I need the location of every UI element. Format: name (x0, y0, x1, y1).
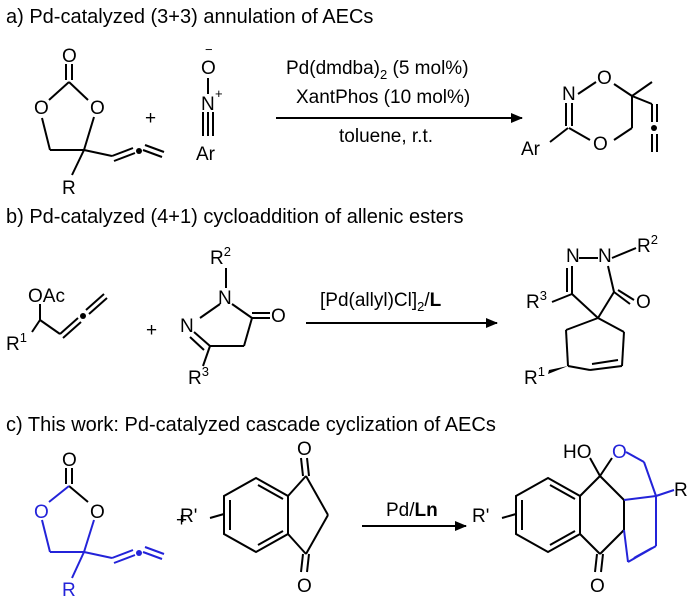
c-product-r-group: R (674, 480, 688, 501)
c-ring-o-left: O (34, 502, 49, 523)
a-plus-charge: + (215, 86, 223, 101)
section-c-product-highlighted-rings (623, 451, 675, 563)
a-product-n: N (562, 84, 576, 105)
a-ring-o-left: O (34, 98, 49, 119)
b-product-r2: R2 (637, 232, 658, 257)
a-product-o-top: O (597, 68, 612, 89)
a-aryl-group: Ar (196, 144, 216, 165)
section-c-product-core (501, 457, 625, 573)
b-plus: + (146, 320, 157, 341)
b-product-r3: R3 (526, 288, 547, 313)
section-c-reactant1-cyclic-carbonate (65, 468, 89, 503)
a-ligand: XantPhos (10 mol%) (296, 87, 470, 108)
a-carbonyl-o: O (62, 46, 77, 67)
section-b-heading: b) Pd-catalyzed (4+1) cycloaddition of a… (6, 206, 464, 228)
b-product-n2: N (598, 246, 612, 267)
a-product-allene-dot (651, 125, 657, 131)
b-r3-group: R3 (188, 364, 209, 389)
b-allene-dot (80, 313, 86, 319)
a-product-o-bottom: O (593, 134, 608, 155)
c-carbonyl-o: O (62, 450, 77, 471)
section-a-reactant1-cyclic-carbonate (41, 64, 165, 176)
allene-center-dot (136, 148, 142, 154)
c-indandione-o-top: O (297, 439, 312, 460)
b-product-n1: N (566, 246, 580, 267)
b-r2-group: R2 (210, 244, 231, 269)
b-pyrazolone-n2: N (180, 316, 194, 337)
section-a-product-oxadiazine (549, 81, 658, 152)
a-r-group: R (62, 178, 76, 199)
c-product-ring-o: O (612, 442, 627, 463)
b-r1-group: R1 (6, 330, 27, 355)
c-r-prime-reactant: R' (180, 506, 197, 527)
a-plus: + (145, 108, 156, 129)
b-product-o: O (636, 292, 651, 313)
section-b-product-spiro-pyrazolone (551, 247, 637, 371)
c-ring-o-right: O (90, 502, 105, 523)
a-minus-charge: − (205, 42, 213, 57)
c-product-hydroxyl: HO (563, 442, 592, 463)
a-nitrile-oxide-n: N (201, 94, 215, 115)
a-nitrile-oxide-o: O (201, 58, 216, 79)
section-c-reactant1-highlighted-bonds (41, 485, 165, 579)
section-c-heading: c) This work: Pd-catalyzed cascade cycli… (6, 414, 496, 436)
a-ring-o-right: O (90, 98, 105, 119)
b-catalyst-ligand: [Pd(allyl)Cl]2/L (320, 290, 442, 314)
c-product-r-prime: R' (472, 506, 489, 527)
c-catalyst: Pd/Ln (386, 500, 438, 521)
b-pyrazolone-n1: N (218, 288, 232, 309)
a-solvent-temp: toluene, r.t. (339, 126, 433, 147)
section-c-reactant2-indandione (209, 457, 329, 573)
section-a-reactant2-nitrile-oxide (202, 78, 214, 136)
b-product-r1: R1 (524, 364, 545, 389)
b-pyrazolone-o: O (271, 306, 286, 327)
section-a-heading: a) Pd-catalyzed (3+3) annulation of AECs (6, 6, 374, 28)
section-b-reactant2-pyrazolone (189, 268, 270, 367)
a-product-aryl: Ar (521, 139, 541, 160)
a-catalyst: Pd(dmdba)2 (5 mol%) (286, 58, 469, 82)
b-oac-group: OAc (28, 286, 65, 307)
b-product-hash-wedge (548, 366, 568, 374)
c-r-group: R (62, 580, 76, 601)
c-plus: + (176, 510, 187, 531)
c-indandione-o-bottom: O (297, 576, 312, 597)
c-product-ketone-o: O (590, 576, 605, 597)
c-allene-dot (136, 550, 142, 556)
section-b-reactant1-allenic-ester (31, 293, 108, 339)
